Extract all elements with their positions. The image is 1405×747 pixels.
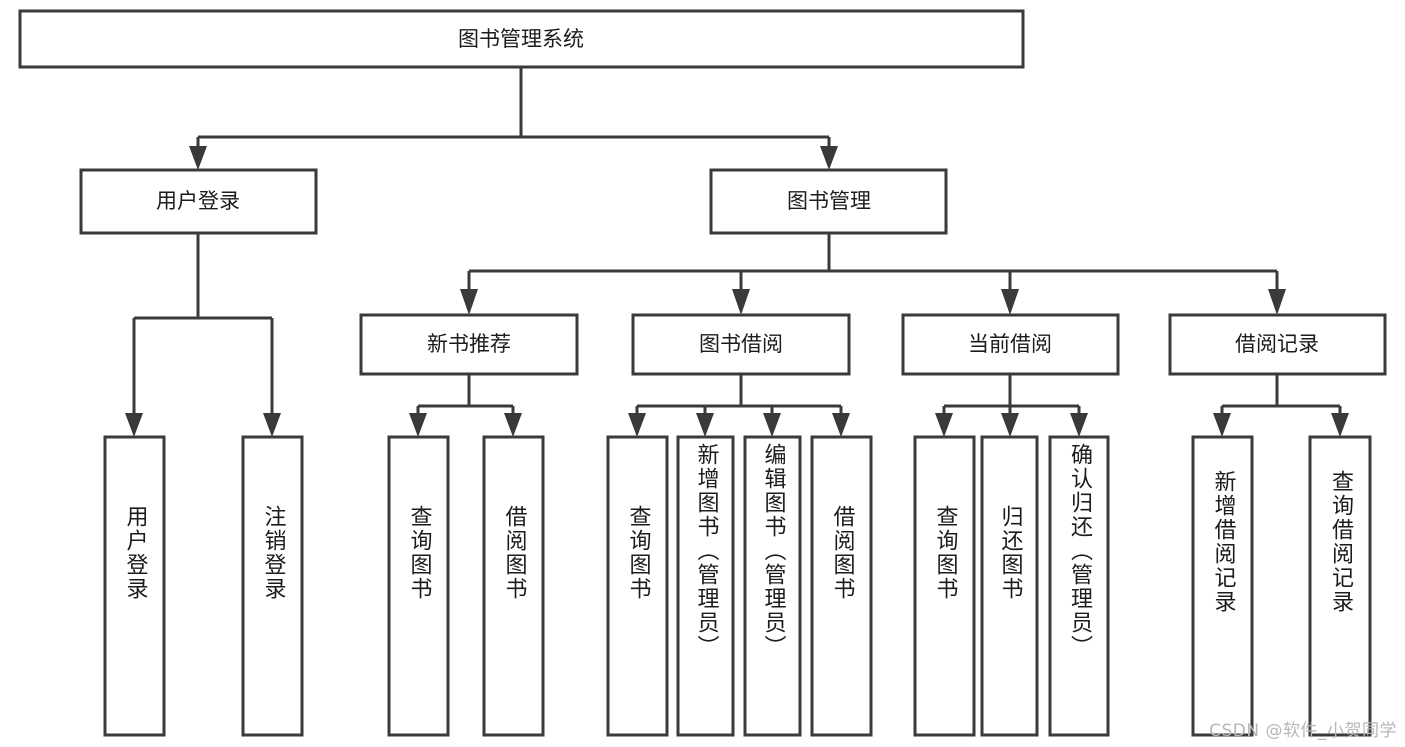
- leaf-box-current-1[interactable]: [913, 435, 976, 737]
- connector-layer: [125, 67, 1349, 437]
- node-newbook-box[interactable]: [359, 313, 579, 376]
- arrowhead-leaf-borrow-1: [628, 413, 646, 437]
- leaf-box-borrow-3[interactable]: [743, 435, 802, 737]
- node-records-box[interactable]: [1168, 313, 1387, 376]
- node-bookmgmt-label: 图书管理: [787, 189, 871, 213]
- node-layer: 图书管理系统 用户登录 图书管理 新书推荐 图书借阅 当前借阅 借阅记录: [18, 9, 1387, 737]
- leaf-box-borrow-2[interactable]: [676, 435, 735, 737]
- leaf-box-current-3[interactable]: [1048, 435, 1110, 737]
- node-borrow-box[interactable]: [631, 313, 851, 376]
- arrowhead-leaf-newbook-2: [504, 413, 522, 437]
- arrowhead-leaf-records-1: [1213, 413, 1231, 437]
- node-records-label: 借阅记录: [1235, 332, 1319, 356]
- arrowhead-leaf-current-2: [1001, 413, 1019, 437]
- leaf-box-borrow-1[interactable]: [606, 435, 669, 737]
- arrowhead-newbook: [460, 289, 478, 315]
- arrowhead-leaf-current-3: [1070, 413, 1088, 437]
- leaf-box-newbook-1[interactable]: [387, 435, 450, 737]
- arrowhead-leaf-records-2: [1331, 413, 1349, 437]
- arrowhead-leaf-newbook-1: [409, 413, 427, 437]
- leaf-box-login-2[interactable]: [241, 435, 304, 737]
- leaf-box-login-1[interactable]: [103, 435, 166, 737]
- arrowhead-leaf-login-1: [125, 413, 143, 437]
- node-current-box[interactable]: [901, 313, 1120, 376]
- leaf-box-borrow-4[interactable]: [810, 435, 873, 737]
- leaf-box-current-2[interactable]: [980, 435, 1039, 737]
- arrowhead-leaf-borrow-3: [763, 413, 781, 437]
- arrowhead-leaf-borrow-2: [696, 413, 714, 437]
- node-root-box[interactable]: [18, 9, 1025, 69]
- node-current-label: 当前借阅: [968, 332, 1052, 356]
- leaf-box-newbook-2[interactable]: [482, 435, 545, 737]
- arrowhead-borrow: [732, 289, 750, 315]
- node-root-label: 图书管理系统: [458, 27, 584, 51]
- node-bookmgmt-box[interactable]: [709, 168, 948, 235]
- arrowhead-login: [189, 146, 207, 170]
- arrowhead-leaf-login-2: [263, 413, 281, 437]
- arrowhead-current: [1001, 289, 1019, 315]
- leaf-box-records-2[interactable]: [1308, 435, 1372, 737]
- node-newbook-label: 新书推荐: [427, 332, 511, 356]
- arrowhead-records: [1268, 289, 1286, 315]
- leaf-box-records-1[interactable]: [1191, 435, 1254, 737]
- arrowhead-leaf-borrow-4: [832, 413, 850, 437]
- arrowhead-bookmgmt: [820, 146, 838, 170]
- node-borrow-label: 图书借阅: [699, 332, 783, 356]
- node-login-box[interactable]: [79, 168, 318, 235]
- csdn-watermark: CSDN @软件_小贺同学: [1209, 721, 1397, 741]
- node-login-label: 用户登录: [156, 189, 240, 213]
- arrowhead-leaf-current-1: [935, 413, 953, 437]
